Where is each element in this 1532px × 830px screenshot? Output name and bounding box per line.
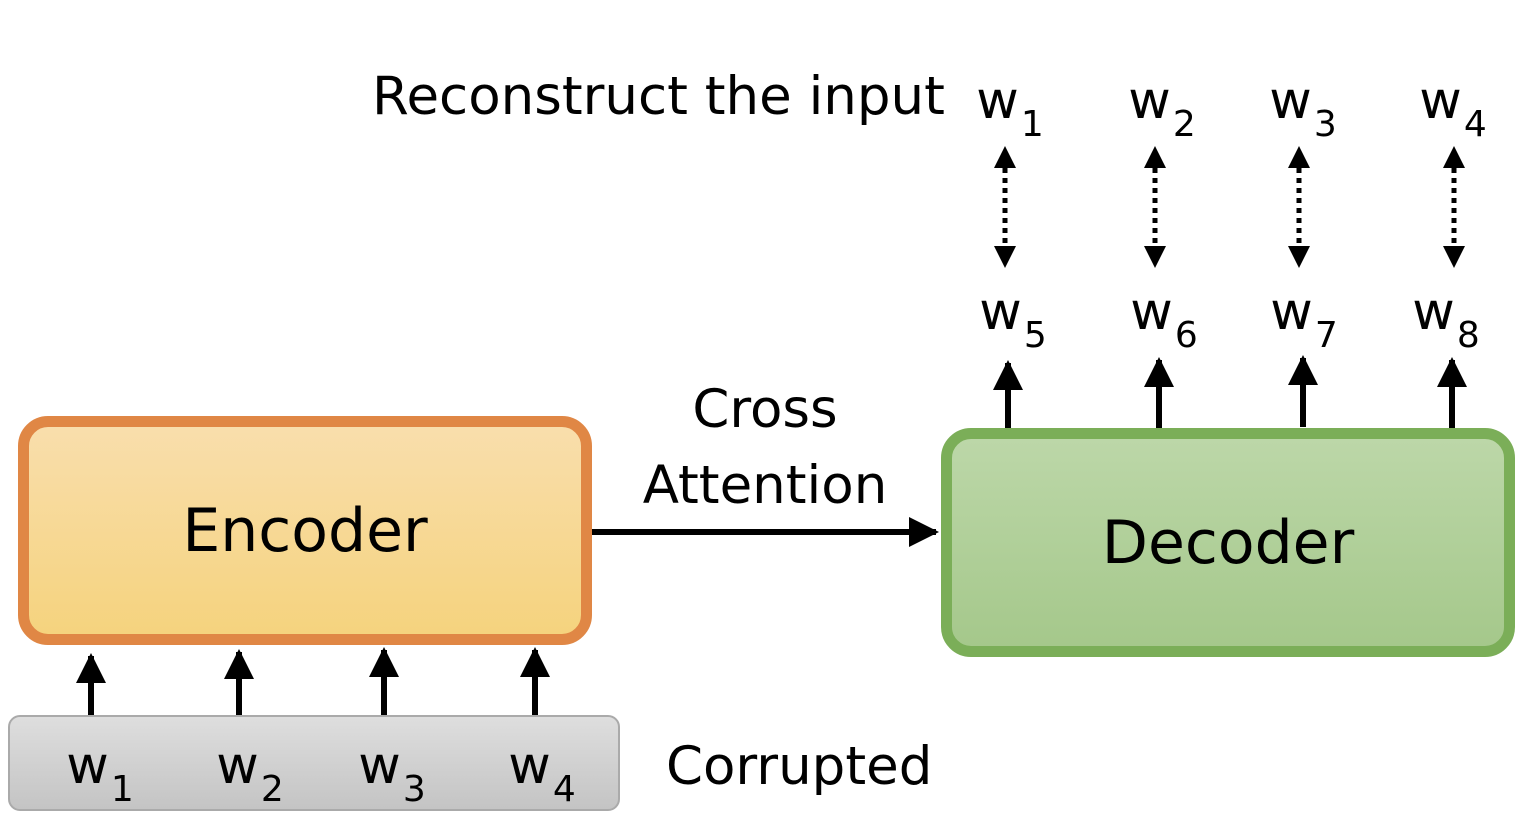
- corrupted-label: Corrupted: [666, 736, 933, 797]
- encoder-input-token: w4: [508, 736, 576, 810]
- target-token: w1: [976, 71, 1044, 145]
- decoder-output-token: w8: [1412, 282, 1480, 356]
- decoder-label: Decoder: [1101, 507, 1355, 578]
- corrupted-input-tray: [8, 715, 620, 811]
- decoder-box: Decoder: [941, 428, 1515, 657]
- encoder-input-token: w3: [358, 736, 426, 810]
- decoder-output-token: w7: [1270, 282, 1338, 356]
- encoder-input-token: w2: [216, 736, 284, 810]
- encoder-input-token: w1: [66, 736, 134, 810]
- decoder-output-token: w6: [1130, 282, 1198, 356]
- decoder-output-token: w5: [979, 282, 1047, 356]
- target-token: w2: [1128, 71, 1196, 145]
- reconstruction-link-4: [1443, 146, 1465, 268]
- reconstruct-label: Reconstruct the input: [372, 66, 945, 127]
- encoder-label: Encoder: [182, 495, 428, 566]
- target-token: w4: [1419, 71, 1487, 145]
- encoder-box: Encoder: [18, 416, 592, 645]
- reconstruction-link-1: [994, 146, 1016, 268]
- target-token: w3: [1269, 71, 1337, 145]
- reconstruction-link-3: [1288, 146, 1310, 268]
- cross-attention-label: Cross Attention: [642, 379, 888, 516]
- reconstruction-link-2: [1144, 146, 1166, 268]
